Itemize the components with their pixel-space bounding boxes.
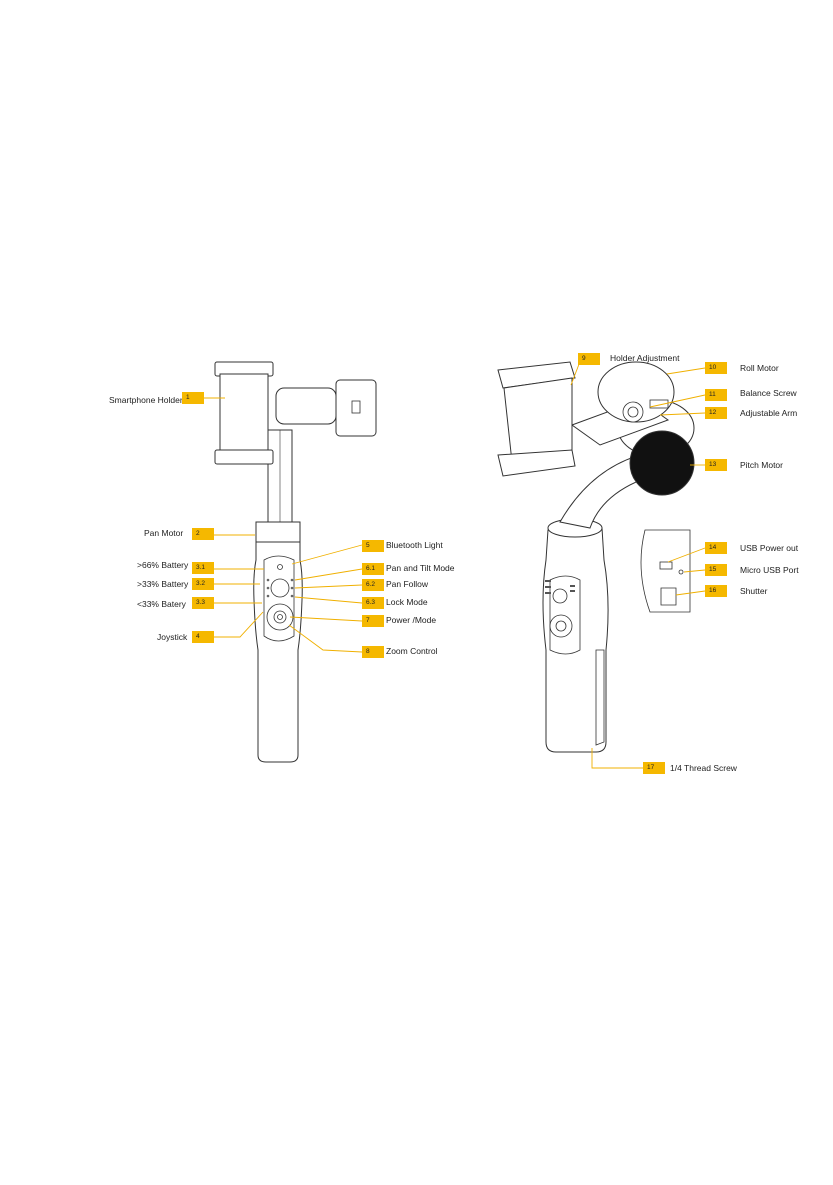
- callout-number: 17: [643, 762, 665, 774]
- callout-label: Smartphone Holder: [109, 395, 183, 405]
- callout-number: 3.1: [192, 562, 214, 574]
- side-view-gimbal: [497, 361, 695, 753]
- callout-label: Holder Adjustment: [610, 353, 680, 363]
- callout-label: Roll Motor: [740, 363, 779, 373]
- callout-number: 3.2: [192, 578, 214, 590]
- callout-label: Pitch Motor: [740, 460, 783, 470]
- callout-label: Adjustable Arm: [740, 408, 798, 418]
- callout-number: 1: [182, 392, 204, 404]
- leader-lines: [200, 358, 706, 769]
- callout-number: 4: [192, 631, 214, 643]
- callout-label: Lock Mode: [386, 597, 428, 607]
- callout-label: 1/4 Thread Screw: [670, 763, 737, 773]
- callout-label: <33% Batery: [137, 599, 186, 609]
- callout-label: Zoom Control: [386, 646, 438, 656]
- callout-number: 6.1: [362, 563, 384, 575]
- callout-label: Micro USB Port: [740, 565, 799, 575]
- callout-number: 2: [192, 528, 214, 540]
- callout-label: Pan Follow: [386, 579, 429, 589]
- callout-number: 6.2: [362, 579, 384, 591]
- callout-number: 15: [705, 564, 727, 576]
- callout-number: 11: [705, 389, 727, 401]
- callout-number: 14: [705, 542, 727, 554]
- callout-number: 3.3: [192, 597, 214, 609]
- callout-label: USB Power out: [740, 543, 799, 553]
- callout-label: >33% Battery: [137, 579, 189, 589]
- callout-number: 10: [705, 362, 727, 374]
- callout-number: 5: [362, 540, 384, 552]
- callout-number: 13: [705, 459, 727, 471]
- callout-label: Joystick: [157, 632, 188, 642]
- front-view-gimbal: [214, 361, 377, 763]
- callout-number: 9: [578, 353, 600, 365]
- callout-label: >66% Battery: [137, 560, 189, 570]
- callout-number: 12: [705, 407, 727, 419]
- callout-label: Pan and Tilt Mode: [386, 563, 455, 573]
- callout-label: Shutter: [740, 586, 768, 596]
- callout-label: Bluetooth Light: [386, 540, 443, 550]
- callout-number: 16: [705, 585, 727, 597]
- callout-label: Power /Mode: [386, 615, 437, 625]
- callout-number: 8: [362, 646, 384, 658]
- callout-label: Balance Screw: [740, 388, 797, 398]
- callout-number: 6.3: [362, 597, 384, 609]
- callout-label: Pan Motor: [144, 528, 184, 538]
- callout-number: 7: [362, 615, 384, 627]
